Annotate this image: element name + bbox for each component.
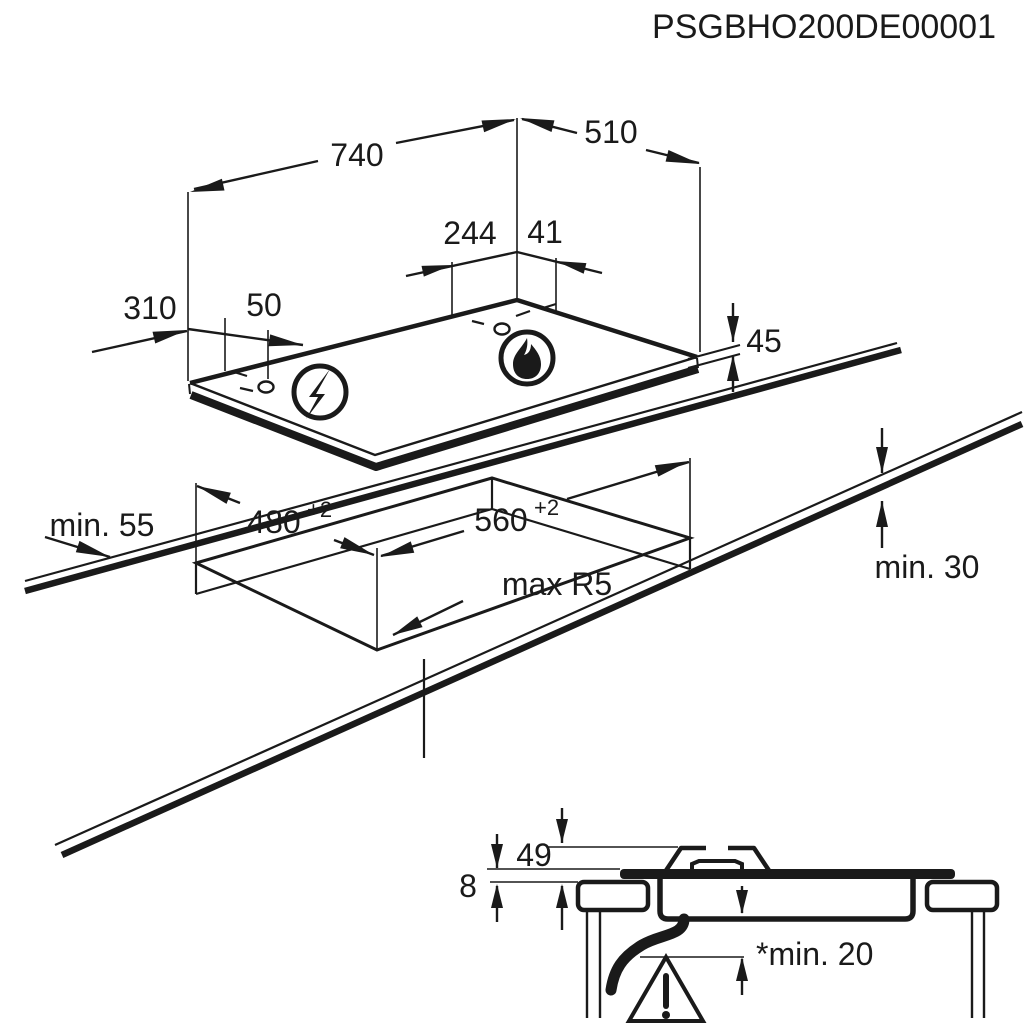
hob-isometric-view: 740 510 244 41 310 50 45 — [91, 114, 782, 471]
extension-lines-top-view — [187, 118, 701, 381]
worktop-section-left — [575, 879, 651, 913]
hob-back-left-edge — [189, 297, 518, 386]
dim-height-label: 45 — [746, 323, 782, 359]
dim-gas-x-label: 244 — [443, 215, 496, 251]
dim-depth-label: 510 — [584, 114, 637, 150]
worktop-front-edge-bottom — [60, 421, 1024, 858]
reference-lines-section-view — [487, 846, 744, 958]
hidden-line-dashes — [233, 302, 557, 393]
flame-icon — [498, 329, 556, 387]
dim-cutout-width-tolerance: +2 — [534, 495, 559, 520]
dim-cutout-depth-tolerance: +2 — [307, 497, 332, 522]
dim-worktop-thickness-label: min. 30 — [875, 549, 980, 585]
worktop-front-edge-top — [54, 410, 1023, 847]
extension-lines-cutout-view — [195, 458, 691, 650]
dim-corner-radius-label: max R5 — [502, 566, 612, 602]
worktop-back-edge-top — [24, 341, 898, 583]
glass-bottom-extension — [687, 353, 741, 369]
gas-connection-hole — [493, 322, 511, 336]
dim-edge-clearance-label: min. 55 — [50, 507, 155, 543]
dim-clearance-below-label: *min. 20 — [756, 936, 873, 972]
electric-connection-hole — [257, 380, 275, 394]
lightning-icon — [291, 363, 349, 421]
warning-triangle-icon — [625, 953, 707, 1023]
installation-section-view: 49 8 *min. 20 — [459, 808, 1000, 1023]
dim-cutout-depth-label: 480 — [247, 504, 300, 540]
cabinet-walls — [585, 910, 986, 1018]
hob-back-right-edge — [516, 297, 698, 360]
hob-left-corner-cap — [188, 383, 191, 395]
worktop-back-edge-bottom — [24, 346, 902, 595]
hob-front-edge — [189, 355, 698, 457]
gas-hose — [605, 913, 690, 996]
hob-body-section — [657, 879, 916, 922]
glass-top-extension — [687, 344, 741, 360]
cutout-inner-walls — [194, 478, 692, 596]
dimension-arrowheads — [75, 118, 888, 981]
model-code-title: PSGBHO200DE00001 — [652, 8, 996, 46]
dim-elec-x-label: 310 — [123, 290, 176, 326]
worktop-section-right — [924, 879, 1000, 913]
dim-elec-y-label: 50 — [246, 287, 282, 323]
dim-cutout-width-label: 560 — [474, 502, 527, 538]
dim-gas-y-label: 41 — [527, 214, 563, 250]
dim-width-label: 740 — [330, 137, 383, 173]
glass-panel-section — [620, 869, 955, 879]
burner-pan-support — [663, 845, 772, 874]
dim-burner-height-label: 49 — [516, 837, 552, 873]
burner-cap — [690, 859, 744, 872]
hob-glass-edge-band — [189, 365, 700, 471]
dim-glass-thickness-label: 8 — [459, 868, 477, 904]
